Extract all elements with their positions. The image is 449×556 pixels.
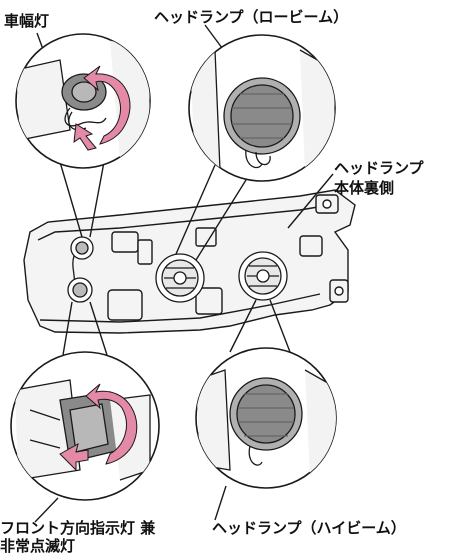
label-headlamp-rear-1: ヘッドランプ: [334, 159, 424, 177]
label-turn-signal-2: 非常点滅灯: [0, 537, 76, 555]
pull-arrow-icon: [59, 443, 89, 472]
leader-lines: [34, 24, 334, 523]
rotate-arrow-icon: [83, 65, 131, 145]
side-lamp-socket: [70, 236, 94, 291]
zoom-side-lamp: [15, 33, 151, 169]
label-side-lamp: 車幅灯: [4, 12, 50, 30]
label-headlamp-low-beam: ヘッドランプ（ロービーム）: [154, 8, 349, 26]
low-beam-bulb-cap: [155, 253, 205, 303]
pull-arrow-icon: [73, 123, 97, 151]
label-headlamp-high-beam: ヘッドランプ（ハイビーム）: [212, 519, 406, 537]
zoom-turn-signal: [10, 351, 160, 501]
zoom-high-beam: [195, 347, 337, 489]
label-turn-signal-1: フロント方向指示灯 兼: [0, 519, 156, 537]
zoom-low-beam: [188, 34, 336, 182]
turn-signal-socket: [67, 277, 93, 303]
rotate-arrow-icon: [85, 383, 138, 465]
label-headlamp-rear-2: 本体裏側: [334, 179, 395, 197]
high-beam-bulb-cap: [238, 251, 288, 301]
